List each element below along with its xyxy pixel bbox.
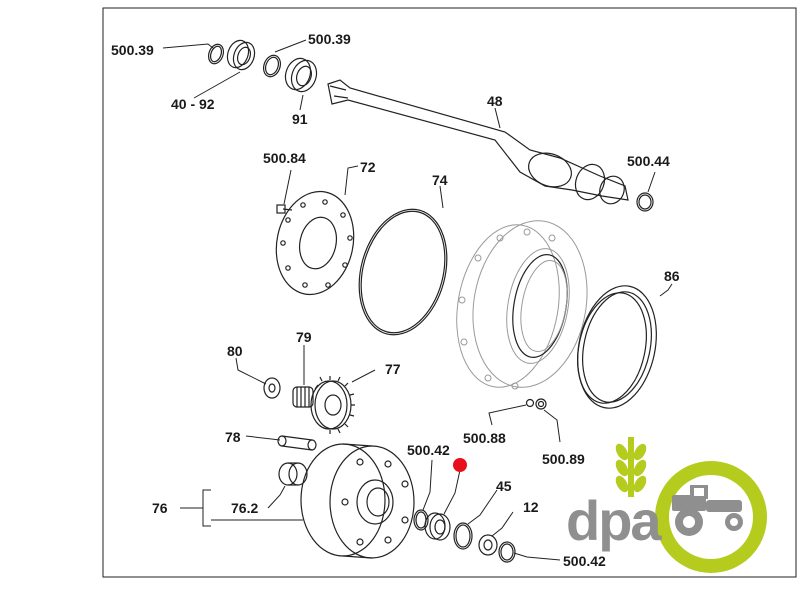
planet-pin-78	[277, 435, 317, 451]
diagram-frame	[102, 7, 797, 578]
needle-bearing-79	[292, 386, 314, 408]
label-500-88: 500.88	[463, 430, 506, 446]
label-77: 77	[385, 361, 401, 377]
snap-ring-500-42-b	[498, 541, 516, 563]
o-ring-74	[358, 208, 448, 336]
label-500-42-a: 500.42	[407, 442, 450, 458]
o-ring-45b	[453, 522, 473, 550]
planet-gear-77	[310, 376, 355, 434]
label-500-39-a: 500.39	[111, 42, 154, 58]
label-79: 79	[296, 329, 312, 345]
selected-part-marker	[453, 458, 467, 472]
label-78: 78	[225, 429, 241, 445]
bearing-91	[284, 57, 318, 93]
bearing-45	[424, 512, 451, 541]
seal-86	[577, 285, 657, 409]
washer-500-88	[525, 398, 535, 408]
bearing-40-92	[226, 39, 256, 71]
leader-lines	[162, 39, 673, 561]
label-45: 45	[496, 478, 512, 494]
tractor-icon	[672, 485, 743, 536]
washer-12	[478, 534, 498, 556]
thrust-washer-80	[263, 377, 281, 399]
label-72: 72	[360, 159, 376, 175]
label-500-39-b: 500.39	[308, 31, 351, 47]
label-80: 80	[227, 343, 243, 359]
label-500-42-b: 500.42	[563, 553, 606, 569]
label-91: 91	[292, 111, 308, 127]
nut-500-89	[535, 398, 547, 410]
label-500-44: 500.44	[627, 153, 670, 169]
label-500-84: 500.84	[263, 150, 306, 166]
snap-ring-500-44	[636, 192, 654, 212]
label-76: 76	[152, 500, 168, 516]
logo-text: dpa	[566, 489, 662, 552]
label-86: 86	[664, 268, 680, 284]
bushing-76-2	[278, 462, 308, 486]
bolt-500-84	[276, 204, 293, 214]
label-74: 74	[432, 172, 448, 188]
label-500-89: 500.89	[542, 451, 585, 467]
label-48: 48	[487, 93, 503, 109]
label-76-2: 76.2	[231, 500, 258, 516]
planet-carrier-76	[300, 443, 415, 559]
wheat-icon	[615, 437, 647, 497]
label-12: 12	[523, 499, 539, 515]
dpa-logo: dpa	[566, 437, 767, 573]
axle-shaft-48	[327, 79, 629, 205]
label-40-92: 40 - 92	[171, 96, 215, 112]
ring-gear-housing	[456, 220, 588, 390]
cover-plate-72	[275, 190, 355, 296]
snap-ring-500-39-b	[262, 54, 282, 78]
snap-ring-500-39-a	[207, 43, 225, 65]
